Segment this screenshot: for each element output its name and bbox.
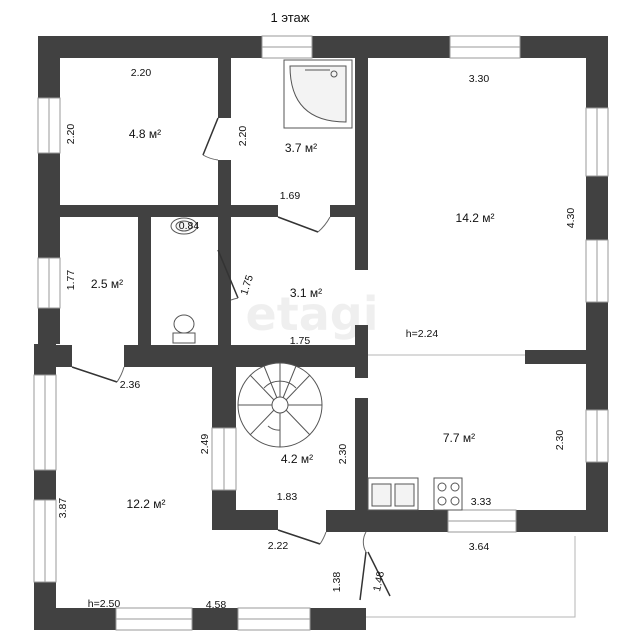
- door: [367, 551, 391, 597]
- wall: [124, 345, 368, 367]
- floor-title: 1 этаж: [271, 10, 310, 25]
- kitchen-sink-icon: [367, 477, 419, 511]
- dimension-label: 2.22: [268, 540, 289, 552]
- fixtures: [170, 59, 463, 511]
- wall: [355, 58, 368, 270]
- wall: [56, 345, 72, 367]
- toilet-icon: [172, 314, 196, 344]
- dimension-label: 3.33: [471, 496, 492, 508]
- room-area-label: 14.2 м²: [456, 211, 495, 225]
- dimension-label: 3.64: [469, 541, 490, 553]
- dimension-label: 2.49: [199, 434, 211, 455]
- dimension-label: 2.20: [131, 67, 152, 79]
- windows: [33, 35, 609, 631]
- door: [202, 117, 219, 156]
- room-area-label: 4.8 м²: [129, 127, 161, 141]
- room-area-label: 12.2 м²: [127, 497, 166, 511]
- dimension-label: 1.69: [280, 190, 301, 202]
- door: [277, 529, 321, 545]
- dimension-label: 1.38: [331, 572, 343, 593]
- dimension-label: 2.20: [65, 124, 77, 145]
- wall: [60, 205, 278, 217]
- room-area-label: 4.2 м²: [281, 452, 313, 466]
- dimension-label: 0.84: [179, 220, 200, 232]
- dimension-label: 4.58: [206, 599, 227, 611]
- doors: [71, 117, 391, 601]
- sink-icon: [170, 217, 198, 235]
- height-label: h=2.24: [406, 328, 439, 340]
- spiral-stair-icon: [237, 362, 323, 448]
- dimension-label: 1.77: [65, 270, 77, 291]
- dimension-label: 1.48: [371, 570, 387, 593]
- wall: [212, 510, 278, 530]
- wall: [138, 205, 151, 350]
- wall: [355, 398, 368, 510]
- door: [277, 216, 319, 233]
- dimension-label: 2.30: [554, 430, 566, 451]
- room-area-label: 3.1 м²: [290, 286, 322, 300]
- wall: [330, 205, 355, 217]
- dimension-label: 4.30: [565, 208, 577, 229]
- wall: [355, 325, 368, 345]
- wall: [525, 350, 608, 364]
- dimension-label: 1.83: [277, 491, 298, 503]
- door: [217, 249, 239, 299]
- terrace-outline: [365, 536, 576, 618]
- wall: [34, 608, 366, 630]
- dimension-label: 2.36: [120, 379, 141, 391]
- door: [71, 366, 118, 383]
- wall: [218, 58, 231, 118]
- height-label: h=2.50: [88, 598, 121, 610]
- dimension-label: 2.30: [337, 444, 349, 465]
- shower-icon: [283, 59, 353, 129]
- room-area-label: 3.7 м²: [285, 141, 317, 155]
- dimension-label: 1.75: [290, 335, 311, 347]
- height-labels: h=2.24 h=2.50: [88, 328, 439, 610]
- dimension-label: 3.87: [57, 498, 69, 519]
- wall: [38, 36, 608, 58]
- dimension-labels: 2.20 2.20 2.20 3.30 4.30 1.69 0.84 1.77 …: [57, 67, 577, 611]
- dimension-label: 2.20: [237, 126, 249, 147]
- door: [359, 551, 367, 601]
- room-areas: 4.8 м² 3.7 м² 14.2 м² 2.5 м² 3.1 м² 7.7 …: [91, 127, 495, 511]
- dimension-label: 3.30: [469, 73, 490, 85]
- stove-icon: [433, 477, 463, 511]
- room-area-label: 7.7 м²: [443, 431, 475, 445]
- room-area-label: 2.5 м²: [91, 277, 123, 291]
